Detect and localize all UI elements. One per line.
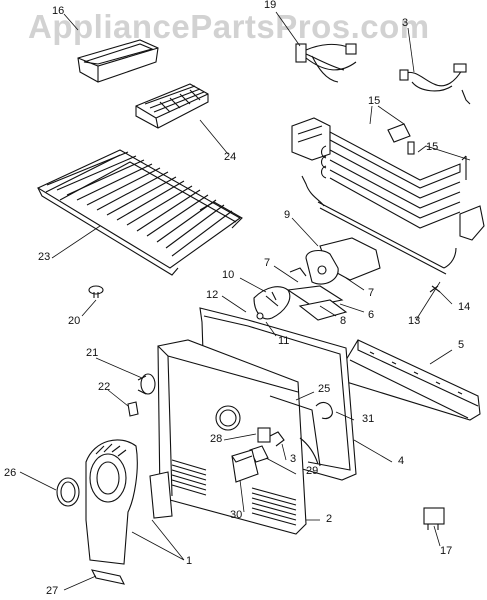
damper-ring-part — [56, 477, 80, 507]
callout-2: 2 — [326, 513, 333, 525]
ice-bin-part — [77, 39, 159, 83]
screw-part — [429, 285, 441, 293]
grille-part — [90, 569, 126, 585]
callout-12: 12 — [206, 289, 219, 301]
callout-24: 24 — [224, 151, 237, 163]
callout-26: 26 — [4, 467, 17, 479]
callout-19: 19 — [264, 0, 277, 11]
air-duct-part — [85, 439, 173, 565]
callout-3: 3 — [402, 17, 409, 29]
defrost-sensor-part — [399, 63, 471, 105]
callout-9: 9 — [284, 209, 291, 221]
callout-28: 28 — [210, 433, 223, 445]
watermark: AppliancePartsPros.com — [28, 8, 430, 45]
fan-blade-part — [253, 286, 291, 320]
callout-3: 3 — [290, 453, 297, 465]
ice-tray-part — [135, 83, 209, 129]
callout-7: 7 — [264, 257, 271, 269]
callout-10: 10 — [222, 269, 235, 281]
callout-29: 29 — [306, 465, 319, 477]
motor-bracket-part — [286, 285, 348, 321]
leader-lines — [19, 11, 471, 591]
callout-30: 30 — [230, 509, 243, 521]
callout-1: 1 — [186, 555, 193, 567]
callout-14: 14 — [458, 301, 471, 313]
callout-11: 11 — [278, 335, 290, 347]
defrost-heater-part — [317, 201, 457, 275]
wire-part — [315, 401, 333, 420]
callout-4: 4 — [398, 455, 405, 467]
seal-strip-part — [269, 395, 321, 467]
callout-23: 23 — [38, 251, 51, 263]
callout-21: 21 — [86, 347, 99, 359]
wire-harness-part — [295, 43, 357, 83]
callout-5: 5 — [458, 339, 465, 351]
callout-15: 15 — [368, 95, 381, 107]
fan-motor-assembly — [289, 237, 381, 285]
callout-15: 15 — [426, 141, 439, 153]
button-plug-part — [88, 285, 104, 298]
callout-7: 7 — [368, 287, 375, 299]
callout-27: 27 — [46, 585, 59, 597]
evaporator-coil-part — [291, 117, 485, 241]
connector-part — [423, 507, 445, 530]
callout-8: 8 — [340, 315, 347, 327]
callout-20: 20 — [68, 315, 81, 327]
callout-31: 31 — [362, 413, 375, 425]
thermostat-part — [257, 427, 285, 447]
callout-17: 17 — [440, 545, 453, 557]
callout-6: 6 — [368, 309, 375, 321]
clip-part — [127, 401, 139, 417]
callout-16: 16 — [52, 5, 65, 17]
callout-13: 13 — [408, 315, 421, 327]
channel-trim-part — [339, 339, 481, 421]
wire-shelf-part — [36, 149, 243, 276]
control-housing-part — [231, 449, 259, 483]
callout-25: 25 — [318, 383, 331, 395]
callout-22: 22 — [98, 381, 111, 393]
